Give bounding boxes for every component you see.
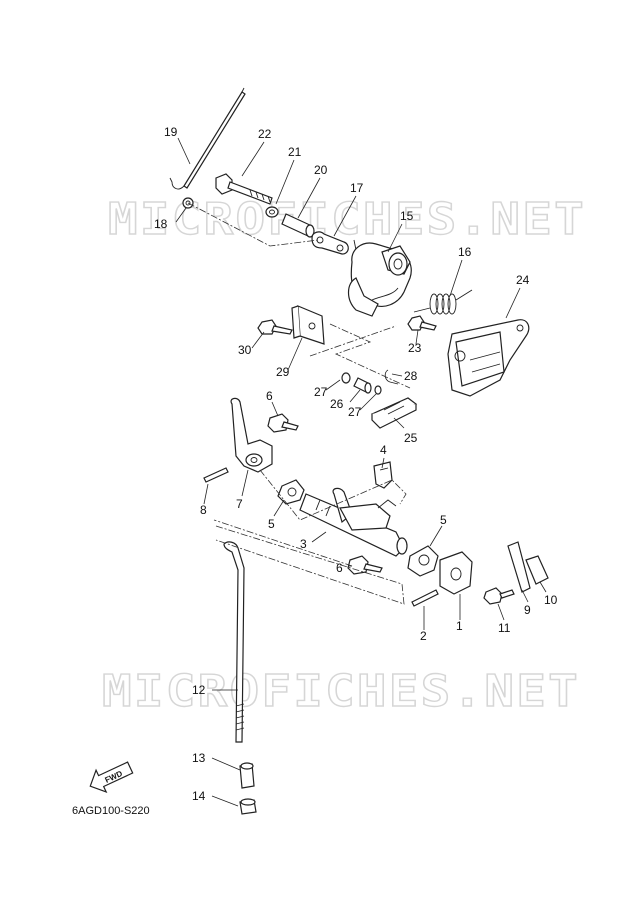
bracket-29: [291, 305, 325, 345]
callout-5-a: 5: [268, 517, 275, 531]
callout-7: 7: [236, 497, 243, 511]
collar-5-a: [277, 479, 305, 505]
callout-19: 19: [164, 125, 178, 139]
bolt-11: [483, 587, 515, 605]
clip-4: [373, 461, 393, 489]
callout-17: 17: [350, 181, 364, 195]
assembly-guides: [187, 202, 411, 605]
slider-25: [370, 397, 418, 429]
callout-29: 29: [276, 365, 290, 379]
nut-14: [239, 798, 257, 815]
callout-26: 26: [330, 397, 344, 411]
callout-11: 11: [498, 621, 511, 635]
callout-3: 3: [300, 537, 307, 551]
washer-27-b: [374, 385, 382, 395]
callout-9: 9: [524, 603, 531, 617]
bolt-6-a: [267, 413, 299, 433]
plate-10: [525, 555, 549, 585]
fwd-arrow-icon: FWD: [89, 761, 134, 794]
rod-12: [223, 541, 245, 743]
washer-27-a: [341, 372, 351, 384]
collar-20: [281, 213, 315, 238]
callout-1: 1: [456, 619, 463, 633]
cam-lever-15: [347, 242, 412, 317]
callout-18: 18: [154, 217, 168, 231]
callout-24: 24: [516, 273, 530, 287]
collar-26: [353, 377, 372, 394]
callout-12: 12: [192, 683, 206, 697]
pin-2: [411, 589, 439, 607]
callout-6-b: 6: [336, 561, 343, 575]
callout-28: 28: [404, 369, 418, 383]
callout-23: 23: [408, 341, 422, 355]
lever-1: [439, 551, 473, 595]
nut-13: [239, 762, 255, 789]
spring-16: [413, 289, 473, 315]
callout-6-a: 6: [266, 389, 273, 403]
callout-21: 21: [288, 145, 302, 159]
bracket-24: [447, 319, 530, 397]
pin-8: [203, 467, 229, 483]
callout-20: 20: [314, 163, 328, 177]
washer-21: [265, 206, 279, 218]
watermark-bottom: MICROFICHES.NET: [102, 666, 580, 717]
callout-16: 16: [458, 245, 472, 259]
callout-4: 4: [380, 443, 387, 457]
callout-30: 30: [238, 343, 252, 357]
callout-27-a: 27: [314, 385, 328, 399]
callout-14: 14: [192, 789, 206, 803]
bolt-30: [257, 319, 293, 335]
callout-27-b: 27: [348, 405, 362, 419]
link-17: [311, 231, 357, 255]
callout-22: 22: [258, 127, 272, 141]
lever-7: [230, 397, 273, 473]
callout-13: 13: [192, 751, 206, 765]
bolt-22: [215, 173, 273, 205]
watermark-top: MICROFICHES.NET: [108, 194, 586, 245]
rod-19: [169, 87, 246, 190]
collar-5-b: [407, 545, 439, 577]
callout-2: 2: [420, 629, 427, 643]
bolt-6-b: [347, 555, 383, 575]
plate-9: [507, 541, 531, 593]
screw-23: [407, 315, 437, 331]
callout-25: 25: [404, 431, 418, 445]
callouts: 19 22 21 20 17 15 18 16 24 30 23 29 28 2…: [154, 125, 558, 803]
callout-15: 15: [400, 209, 414, 223]
callout-10: 10: [544, 593, 558, 607]
leader-lines: [175, 137, 547, 807]
shaft-3: [299, 487, 408, 557]
callout-8: 8: [200, 503, 207, 517]
callout-5-b: 5: [440, 513, 447, 527]
diagram-code: 6AGD100-S220: [72, 805, 150, 817]
